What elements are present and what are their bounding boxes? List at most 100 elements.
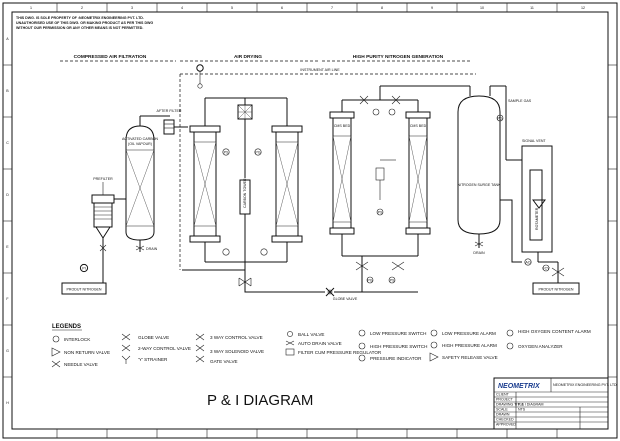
tag-ao: AO <box>525 260 530 264</box>
legend-item-interlock: INTERLOCK <box>64 337 91 342</box>
legend-item-low-pressure-alarm: LOW PRESSURE ALARM <box>442 331 496 336</box>
product-nitrogen-inlet-box: PRODUT NITROGEN PI <box>61 263 107 295</box>
col-label-3: 3 <box>131 6 133 10</box>
row-label-e: E <box>6 245 9 249</box>
row-label-c: C <box>6 141 9 145</box>
product-nitrogen-in-label: PRODUT NITROGEN <box>66 288 101 292</box>
carbon-tower-label: CARBON TOWER <box>243 178 247 208</box>
legend-item-gate-valve: GATE VALVE <box>210 359 238 364</box>
col-label-4: 4 <box>181 6 183 10</box>
legend-item-pressure-indicator: PRESSURE INDICATOR <box>370 356 422 361</box>
col-label-5: 5 <box>231 6 233 10</box>
legend-item-safety-release-valve: SAFETY RELEASE VALVE <box>442 355 498 360</box>
activated-carbon-tower: ACTIVATED CARBON (OIL VAPOUR) DRAIN <box>122 115 170 252</box>
legend-item-low-pressure-switch: LOW PRESSURE SWITCH <box>370 331 426 336</box>
drain-label-tank: DRAIN <box>473 251 485 255</box>
tag-ps-dryer: PS <box>224 150 229 154</box>
filter-regulator-icon <box>285 348 295 356</box>
legend-item-ball-valve: BALL VALVE <box>298 332 324 337</box>
high-pressure-alarm-icon <box>430 341 438 349</box>
legend-item-globe-valve: GLOBE VALVE <box>138 335 169 340</box>
tag-pi-inlet: PI <box>82 266 85 270</box>
globe-valve-main: GLOBE VALVE <box>325 287 362 301</box>
tb-label-project: PROJECT <box>496 398 514 402</box>
legend: LEGENDS INTERLOCK NON RETURN VALVE NEEDL… <box>51 324 591 368</box>
col-label-1: 1 <box>30 6 32 10</box>
after-filter: AFTER FILTER <box>157 109 188 135</box>
row-label-d: D <box>6 193 9 197</box>
legend-item-high-pressure-alarm: HIGH PRESSURE ALARM <box>442 343 497 348</box>
rotameter <box>529 169 543 241</box>
oil-vapour-label: (OIL VAPOUR) <box>128 142 152 146</box>
three-way-control-valve-icon <box>195 333 205 341</box>
row-label-b: B <box>6 89 9 93</box>
section-drying: AIR DRYING <box>234 54 262 60</box>
oxygen-analyzer-icon <box>506 342 514 350</box>
non-return-valve-icon <box>51 347 61 357</box>
tb-label-drawn: DRAWN <box>496 413 510 417</box>
cms-bed-a: CMS BED <box>329 111 355 235</box>
sample-gas-label: SAMPLE GAS <box>508 99 532 103</box>
tb-label-drawing-title: DRAWING TITLE <box>496 403 525 407</box>
col-label-7: 7 <box>331 6 333 10</box>
tb-value-drawing-title: P & I DIAGRAM <box>518 403 544 407</box>
tag-pg-dryer: PG <box>255 150 260 154</box>
dryer-tower-right <box>271 125 303 243</box>
low-pressure-switch-icon <box>358 329 366 337</box>
dryer-tower-left <box>189 125 221 243</box>
row-label-g: G <box>6 349 9 353</box>
signal-vent-label: SIGNAL VENT <box>522 139 546 143</box>
high-oxygen-alarm-icon <box>506 329 514 337</box>
tb-label-approved: APPROVED <box>496 423 516 427</box>
legend-item-3-way-solenoid-valve: 3 WAY SOLENOID VALVE <box>210 349 264 354</box>
high-pressure-switch-icon <box>358 342 366 350</box>
legend-item-oxygen-analyzer: OXYGEN ANALYZER <box>518 344 563 349</box>
section-nitrogen: HIGH PURITY NITROGEN GENERATION <box>353 54 444 60</box>
prefilter-assembly: PREFILTER <box>91 177 126 283</box>
tb-label-scale: SCALE <box>496 408 508 412</box>
cms-piping: PG PS PS <box>341 85 470 293</box>
drain-label-carbon: DRAIN <box>146 247 158 251</box>
legend-item-3-way-control-valve: 3 WAY CONTROL VALVE <box>210 335 263 340</box>
instrument-air-line: INSTRUMENT AIR LINE <box>179 68 476 270</box>
surge-tank-label: NITROGEN SURGE TANK <box>458 183 502 187</box>
legend-item-high-oxygen-content-alarm: HIGH OXYGEN CONTENT ALARM <box>518 329 591 334</box>
tag-ps-cms-mid: PS <box>378 210 383 214</box>
legend-item-non-return-valve: NON RETURN VALVE <box>64 350 110 355</box>
company-name: NEOMETRIX ENGINEERING PVT. LTD. <box>553 383 618 387</box>
title-block: NEOMETRIX NEOMETRIX ENGINEERING PVT. LTD… <box>493 377 618 430</box>
col-label-12: 12 <box>581 6 585 10</box>
tb-label-client: CLIENT <box>496 393 510 397</box>
cms-bed-b: CMS BED <box>405 111 431 235</box>
three-way-solenoid-valve-icon <box>195 344 205 352</box>
row-label-f: F <box>6 297 9 301</box>
auto-drain-valve-icon <box>285 340 295 346</box>
cms-bed-a-label: CMS BED <box>334 124 351 128</box>
col-label-10: 10 <box>480 6 484 10</box>
product-nitrogen-outlet-box: PRODUT NITROGEN <box>532 282 580 295</box>
tag-fcv: FCV <box>542 266 550 270</box>
activated-carbon-label: ACTIVATED CARBON <box>122 137 158 141</box>
legend-item-2-way-control-valve: 2-WAY CONTROL VALVE <box>138 346 191 351</box>
pressure-gauge-inlet <box>196 64 204 89</box>
pressure-indicator-icon <box>358 354 366 362</box>
safety-release-valve-icon <box>429 352 439 362</box>
legend-item-needle-valve: NEEDLE VALVE <box>64 362 98 367</box>
legend-item-filter-cum-pressure-regulator: FILTER CUM PRESSURE REGULATOR <box>298 350 382 355</box>
product-nitrogen-out-label: PRODUT NITROGEN <box>538 288 573 292</box>
col-label-6: 6 <box>281 6 283 10</box>
row-label-h: H <box>6 401 9 405</box>
notice-line-3: WITHOUT OUR PERMISSION OR ANY OTHER MEAN… <box>16 26 143 30</box>
rotameter-label: ROTAMETER <box>535 207 539 230</box>
globe-valve-label: GLOBE VALVE <box>333 297 358 301</box>
interlock-icon <box>52 335 60 343</box>
tag-pg-tank: PG <box>497 116 502 120</box>
prefilter-head <box>91 194 115 204</box>
col-label-9: 9 <box>431 6 433 10</box>
product-header <box>500 199 522 263</box>
analyzer-panel: ROTAMETER SIGNAL VENT AO FCV <box>505 118 565 283</box>
prefilter-label: PREFILTER <box>93 177 113 181</box>
legend-item-high-pressure-switch: HIGH PRESSURE SWITCH <box>370 344 427 349</box>
legend-title: LEGENDS <box>52 324 81 330</box>
